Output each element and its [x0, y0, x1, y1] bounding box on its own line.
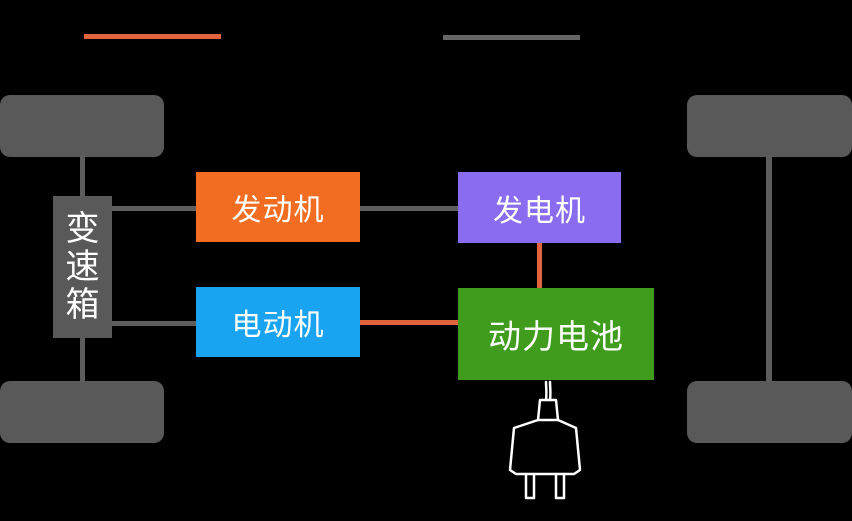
generator-label: 发电机 [493, 193, 586, 229]
motor-battery-link [360, 320, 458, 325]
charging-plug-icon [508, 380, 582, 500]
gearbox-char-1: 变 [65, 209, 100, 249]
legend-mechanical-bar [443, 35, 580, 40]
generator-box: 发电机 [458, 172, 621, 243]
gearbox-engine-link [112, 206, 196, 211]
motor-label: 电动机 [231, 308, 325, 343]
front-right-wheel [687, 95, 852, 157]
generator-battery-link [537, 243, 542, 288]
gearbox-char-2: 速 [65, 247, 100, 287]
motor-box: 电动机 [196, 287, 360, 357]
gearbox-box: 变 速 箱 [53, 196, 112, 338]
gearbox-motor-link [112, 321, 196, 326]
gearbox-char-3: 箱 [65, 285, 100, 325]
front-left-wheel [0, 95, 164, 157]
battery-box: 动力电池 [458, 288, 654, 380]
engine-box: 发动机 [196, 172, 360, 242]
engine-generator-link [360, 206, 458, 211]
legend-electrical-bar [84, 34, 221, 39]
rear-right-wheel [687, 381, 852, 443]
battery-label: 动力电池 [488, 317, 624, 356]
rear-left-wheel [0, 381, 164, 443]
right-axle [766, 155, 772, 383]
engine-label: 发动机 [231, 193, 325, 228]
